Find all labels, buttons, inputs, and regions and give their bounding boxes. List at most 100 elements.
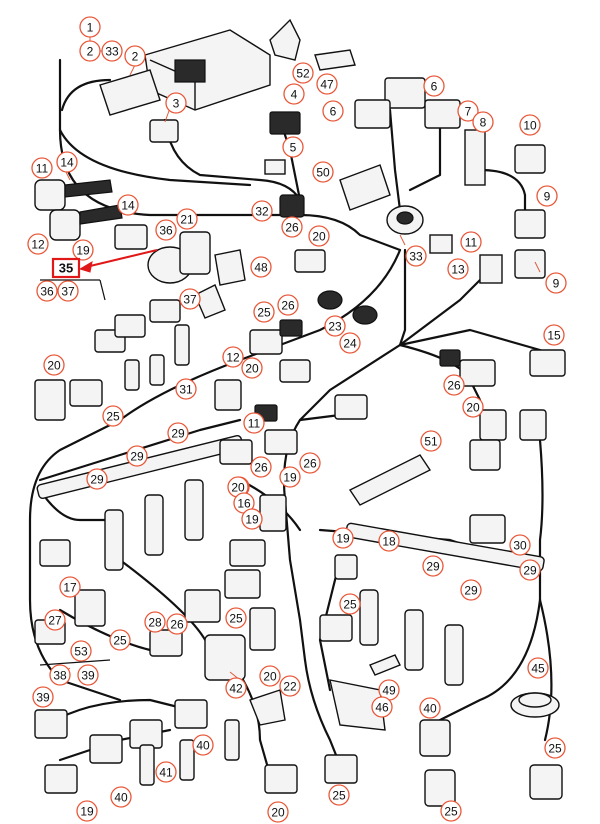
grommet-33 — [386, 205, 424, 235]
callout-circle — [536, 185, 558, 207]
callout-9: 9 — [536, 185, 558, 207]
callout-number: 2 — [132, 50, 139, 64]
ring-53 — [510, 692, 560, 718]
callout-number: 2 — [87, 45, 94, 59]
callout-circle — [277, 294, 299, 316]
callout-circle — [72, 239, 94, 261]
callout-circle — [339, 332, 361, 354]
callout-circle — [57, 280, 79, 302]
callout-number: 19 — [283, 471, 297, 485]
bracket-52 — [269, 18, 301, 61]
callout-circle — [126, 445, 148, 467]
callout-circle — [250, 456, 272, 478]
callout-circle — [241, 508, 263, 530]
clips-23-24 — [317, 290, 378, 325]
callout-number: 20 — [271, 806, 285, 820]
callout-circle — [155, 219, 177, 241]
connector-6-upper — [384, 77, 426, 109]
callout-26: 26 — [299, 452, 321, 474]
callout-circle — [179, 288, 201, 310]
callout-number: 20 — [466, 401, 480, 415]
callout-circle — [378, 530, 400, 552]
callout-circle — [339, 593, 361, 615]
callout-circle — [225, 677, 247, 699]
callout-circle — [440, 800, 462, 822]
callout-16: 16 — [233, 492, 255, 514]
callout-5: 5 — [282, 136, 304, 158]
callout-25: 25 — [253, 301, 275, 323]
connector-7 — [424, 99, 461, 129]
callout-number: 5 — [290, 141, 297, 155]
callout-number: 10 — [523, 119, 537, 133]
callout-circle — [420, 430, 442, 452]
callout-number: 25 — [113, 634, 127, 648]
connector-20-left — [34, 379, 66, 421]
callout-circle — [165, 92, 187, 114]
callout-circle — [292, 62, 314, 84]
callout-7: 7 — [457, 100, 479, 122]
connector-13 — [479, 254, 503, 284]
callout-13: 13 — [447, 258, 469, 280]
callout-number: 30 — [513, 539, 527, 553]
callout-number: 26 — [170, 618, 184, 632]
highlight-arrow — [78, 249, 158, 273]
callout-number: 27 — [48, 614, 62, 628]
callout-20: 20 — [227, 476, 249, 498]
callout-number: 29 — [426, 560, 440, 574]
callout-25: 25 — [225, 607, 247, 629]
connector-5 — [264, 159, 286, 175]
callout-42: 42 — [225, 677, 247, 699]
callout-number: 19 — [336, 532, 350, 546]
relay-10 — [514, 144, 546, 174]
callout-39: 39 — [32, 686, 54, 708]
highlighted-part-label: 35 — [51, 257, 81, 279]
highlighted-part-number: 35 — [59, 261, 73, 276]
callout-number: 19 — [245, 513, 259, 527]
callout-circle — [166, 613, 188, 635]
callout-19: 19 — [241, 508, 263, 530]
callout-number: 9 — [553, 277, 560, 291]
callout-number: 11 — [465, 236, 478, 250]
callout-26: 26 — [166, 613, 188, 635]
callout-29: 29 — [422, 555, 444, 577]
callout-circle — [167, 422, 189, 444]
callout-circle — [519, 114, 541, 136]
callout-24: 24 — [339, 332, 361, 354]
callout-number: 3 — [173, 97, 180, 111]
callout-number: 36 — [159, 224, 173, 238]
callout-number: 39 — [36, 691, 50, 705]
callout-33: 33 — [101, 40, 123, 62]
callout-circle — [279, 675, 301, 697]
callout-4: 4 — [283, 83, 305, 105]
callout-52: 52 — [292, 62, 314, 84]
callout-number: 26 — [447, 379, 461, 393]
sensor-14-lower — [49, 204, 123, 241]
callout-25: 25 — [440, 800, 462, 822]
callout-circle — [328, 784, 350, 806]
callout-circle — [279, 466, 301, 488]
callout-circle — [109, 629, 131, 651]
callout-circle — [527, 657, 549, 679]
connector-25-left — [69, 379, 103, 407]
callout-31: 31 — [175, 378, 197, 400]
callout-19: 19 — [76, 800, 98, 822]
callout-circle — [117, 194, 139, 216]
callout-circle — [79, 16, 101, 38]
callout-number: 11 — [36, 162, 49, 176]
callout-circle — [447, 258, 469, 280]
connector-25-right — [469, 514, 506, 544]
callout-circle — [251, 200, 273, 222]
callout-37: 37 — [57, 280, 79, 302]
callout-40: 40 — [419, 697, 441, 719]
callout-circle — [86, 468, 108, 490]
callout-number: 42 — [229, 682, 243, 696]
callout-14: 14 — [56, 151, 78, 173]
connectors-bottom-left — [34, 699, 240, 794]
callout-number: 25 — [229, 612, 243, 626]
callout-circle — [225, 607, 247, 629]
callout-12: 12 — [222, 346, 244, 368]
connector-25-mid — [249, 329, 283, 355]
callout-2: 2 — [79, 40, 101, 62]
callout-17: 17 — [59, 576, 81, 598]
callout-number: 25 — [257, 306, 271, 320]
